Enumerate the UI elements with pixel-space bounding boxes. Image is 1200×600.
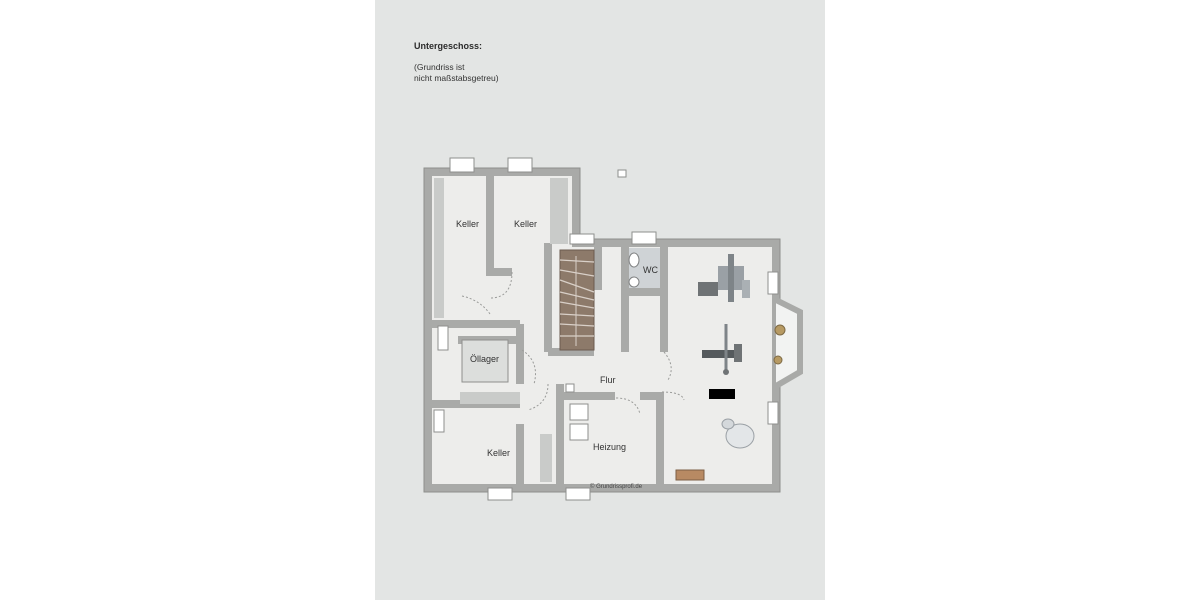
stairs-icon — [559, 249, 595, 351]
bench-icon — [675, 469, 705, 481]
toilet-icon — [628, 252, 640, 268]
scale-note: (Grundriss ist nicht maßstabsgetreu) — [414, 62, 499, 84]
weight-bench-icon — [702, 324, 742, 374]
scale-note-line-1: (Grundriss ist — [414, 62, 465, 72]
room-label-oellager: Öllager — [470, 354, 500, 364]
room-label-keller-3: Keller — [487, 448, 511, 458]
exercise-machine-icon — [698, 254, 750, 302]
chimney-marker — [617, 169, 627, 178]
room-label-keller-1: Keller — [456, 219, 480, 229]
bay-window — [774, 297, 803, 389]
room-label-wc: WC — [643, 265, 658, 275]
walls — [424, 168, 780, 492]
plan-title: Untergeschoss: — [414, 41, 483, 51]
room-label-flur: Flur — [600, 375, 616, 385]
door-swings — [461, 271, 685, 415]
boiler-pipe — [565, 383, 575, 393]
sink-icon — [628, 276, 640, 288]
scale-note-line-2: nicht maßstabsgetreu) — [414, 73, 499, 83]
boiler-icon — [569, 403, 589, 421]
oil-tank-icon — [461, 339, 509, 383]
boiler-icon-2 — [569, 423, 589, 441]
plant-icon — [773, 324, 786, 365]
wall-outlines — [423, 167, 781, 493]
window-right-upper — [767, 271, 779, 295]
armchair-icon — [721, 418, 755, 449]
window-bays — [433, 157, 657, 501]
room-label-keller-2: Keller — [514, 219, 538, 229]
storage-shelves — [434, 178, 568, 482]
dumbbell-icon — [723, 369, 729, 375]
window-right-lower — [767, 401, 779, 425]
copyright-notice: © Grundrissprofi.de — [590, 484, 643, 490]
room-label-heizung: Heizung — [593, 442, 627, 452]
redaction-bar — [709, 389, 735, 399]
